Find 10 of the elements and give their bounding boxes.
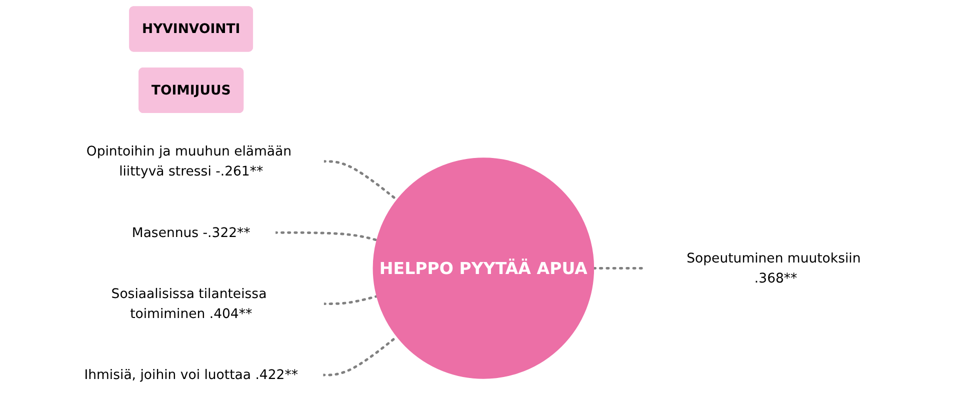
connector <box>592 266 644 270</box>
connector <box>322 295 378 306</box>
node-text: Ihmisiä, joihin voi luottaa .422** <box>84 366 298 382</box>
node-text: Masennus -.322** <box>131 224 250 240</box>
node-text: Sopeutuminen muutoksiin .368** <box>686 250 860 286</box>
node-text: Sosiaalisissa tilanteissa toimiminen .404** <box>110 286 266 322</box>
node-text: Opintoihin ja muuhun elämään liittyvä stressi -.261** <box>86 143 292 179</box>
connector <box>273 231 378 242</box>
connector <box>322 160 398 202</box>
node-circle: HELPPO PYYTÄÄ APUA <box>372 158 594 379</box>
